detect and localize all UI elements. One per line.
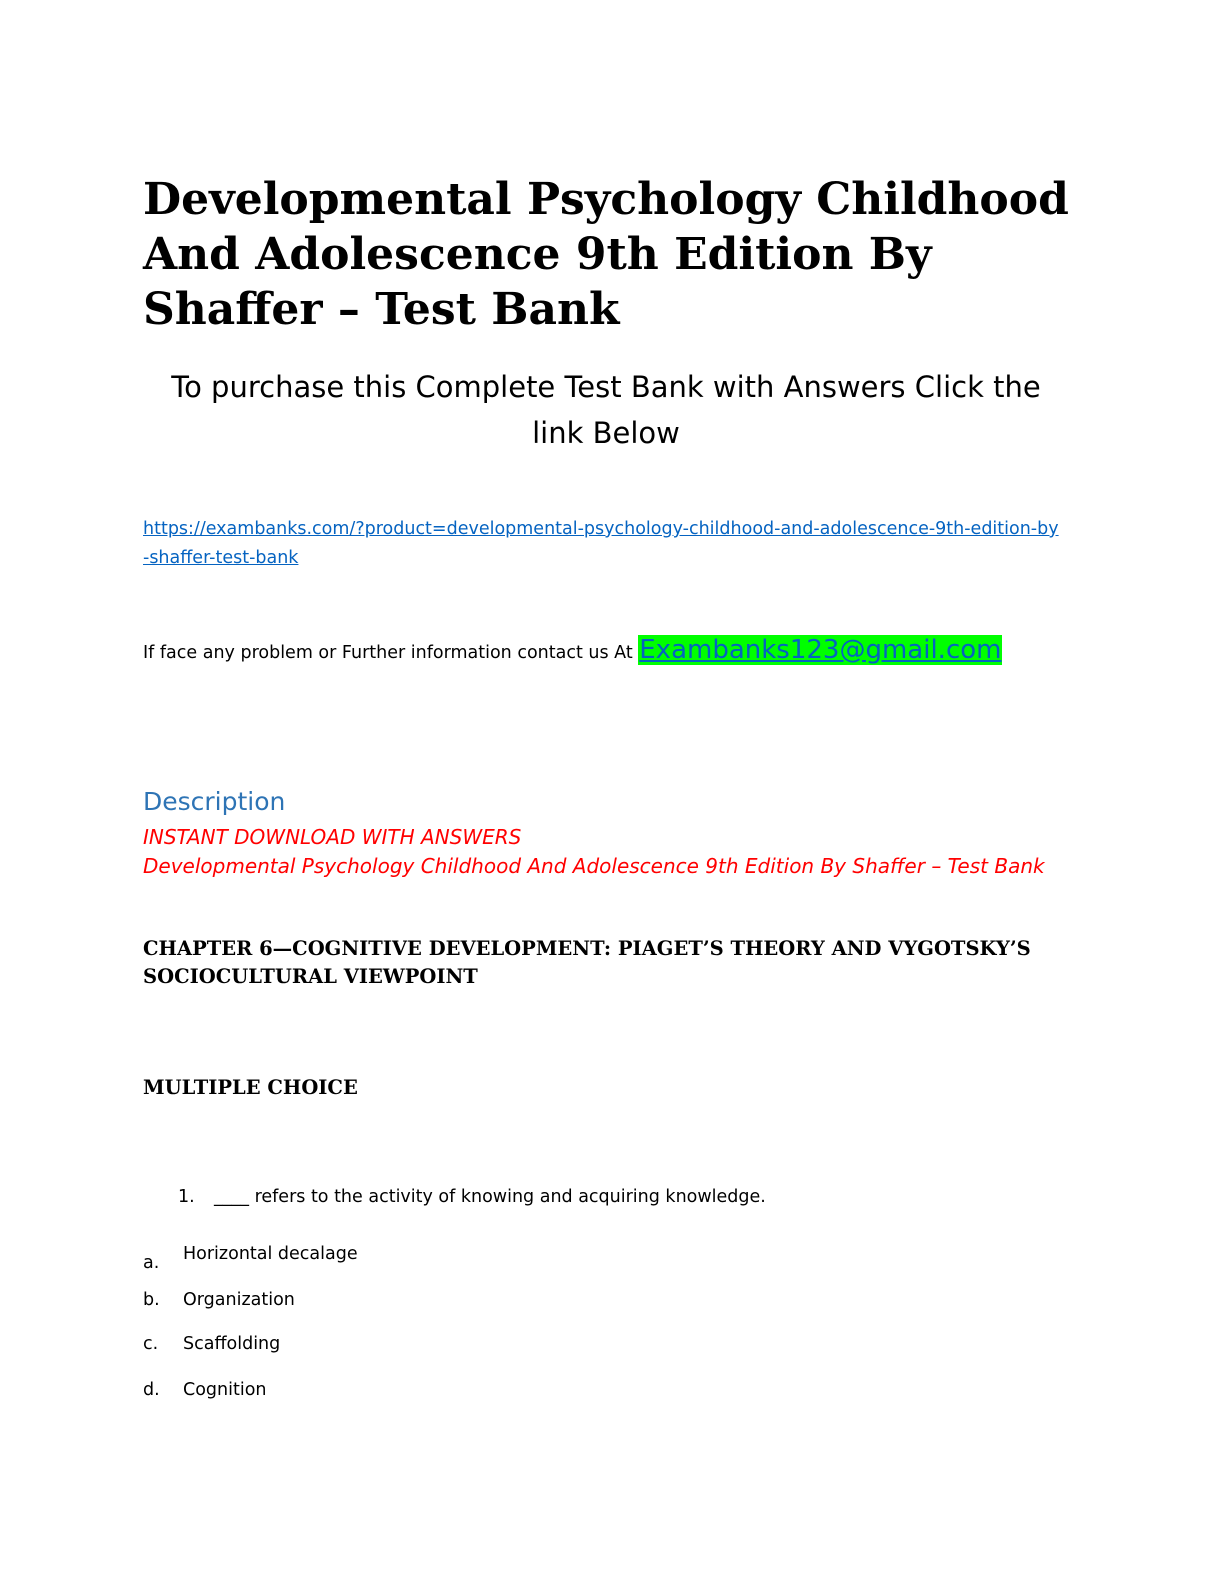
description-heading: Description (143, 787, 286, 816)
contact-email-link[interactable]: Exambanks123@gmail.com (638, 635, 1003, 665)
option-letter: d. (143, 1380, 160, 1400)
product-link[interactable]: https://exambanks.com/?product=developme… (143, 519, 1059, 568)
option-text: Horizontal decalage (183, 1244, 358, 1264)
section-heading: MULTIPLE CHOICE (143, 1076, 358, 1099)
option-letter: b. (143, 1290, 160, 1310)
question-number: 1. (178, 1187, 195, 1207)
option-text: Organization (183, 1290, 295, 1310)
question-1: 1. ____ refers to the activity of knowing… (178, 1183, 766, 1211)
contact-line: If face any problem or Further informati… (143, 628, 1103, 675)
instant-download-text: INSTANT DOWNLOAD WITH ANSWERS (143, 825, 522, 849)
option-text: Cognition (183, 1380, 267, 1400)
option-letter: c. (143, 1334, 159, 1354)
question-text: ____ refers to the activity of knowing a… (214, 1187, 766, 1207)
contact-text: If face any problem or Further informati… (143, 643, 639, 663)
description-title: Developmental Psychology Childhood And A… (143, 854, 1045, 878)
option-letter: a. (143, 1253, 160, 1273)
purchase-instructions: To purchase this Complete Test Bank with… (171, 370, 1041, 450)
chapter-heading: CHAPTER 6—COGNITIVE DEVELOPMENT: PIAGET’… (143, 937, 1031, 988)
option-text: Scaffolding (183, 1334, 281, 1354)
document-title: Developmental Psychology Childhood And A… (143, 174, 1069, 335)
